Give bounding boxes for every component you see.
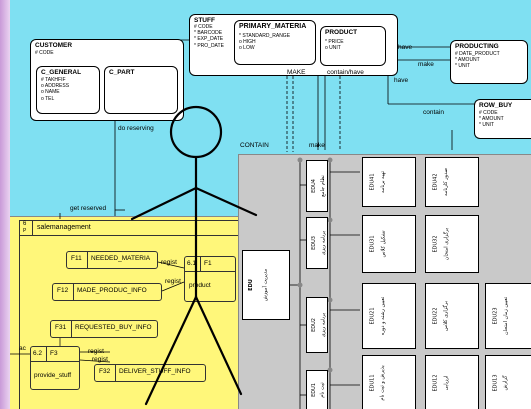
stick-figure-left-leg [146, 297, 196, 404]
stick-figure-head [171, 107, 221, 157]
stick-figure-right-leg [196, 297, 241, 394]
stick-figure-left-arm [132, 188, 196, 219]
stick-figure-right-arm [196, 188, 256, 215]
